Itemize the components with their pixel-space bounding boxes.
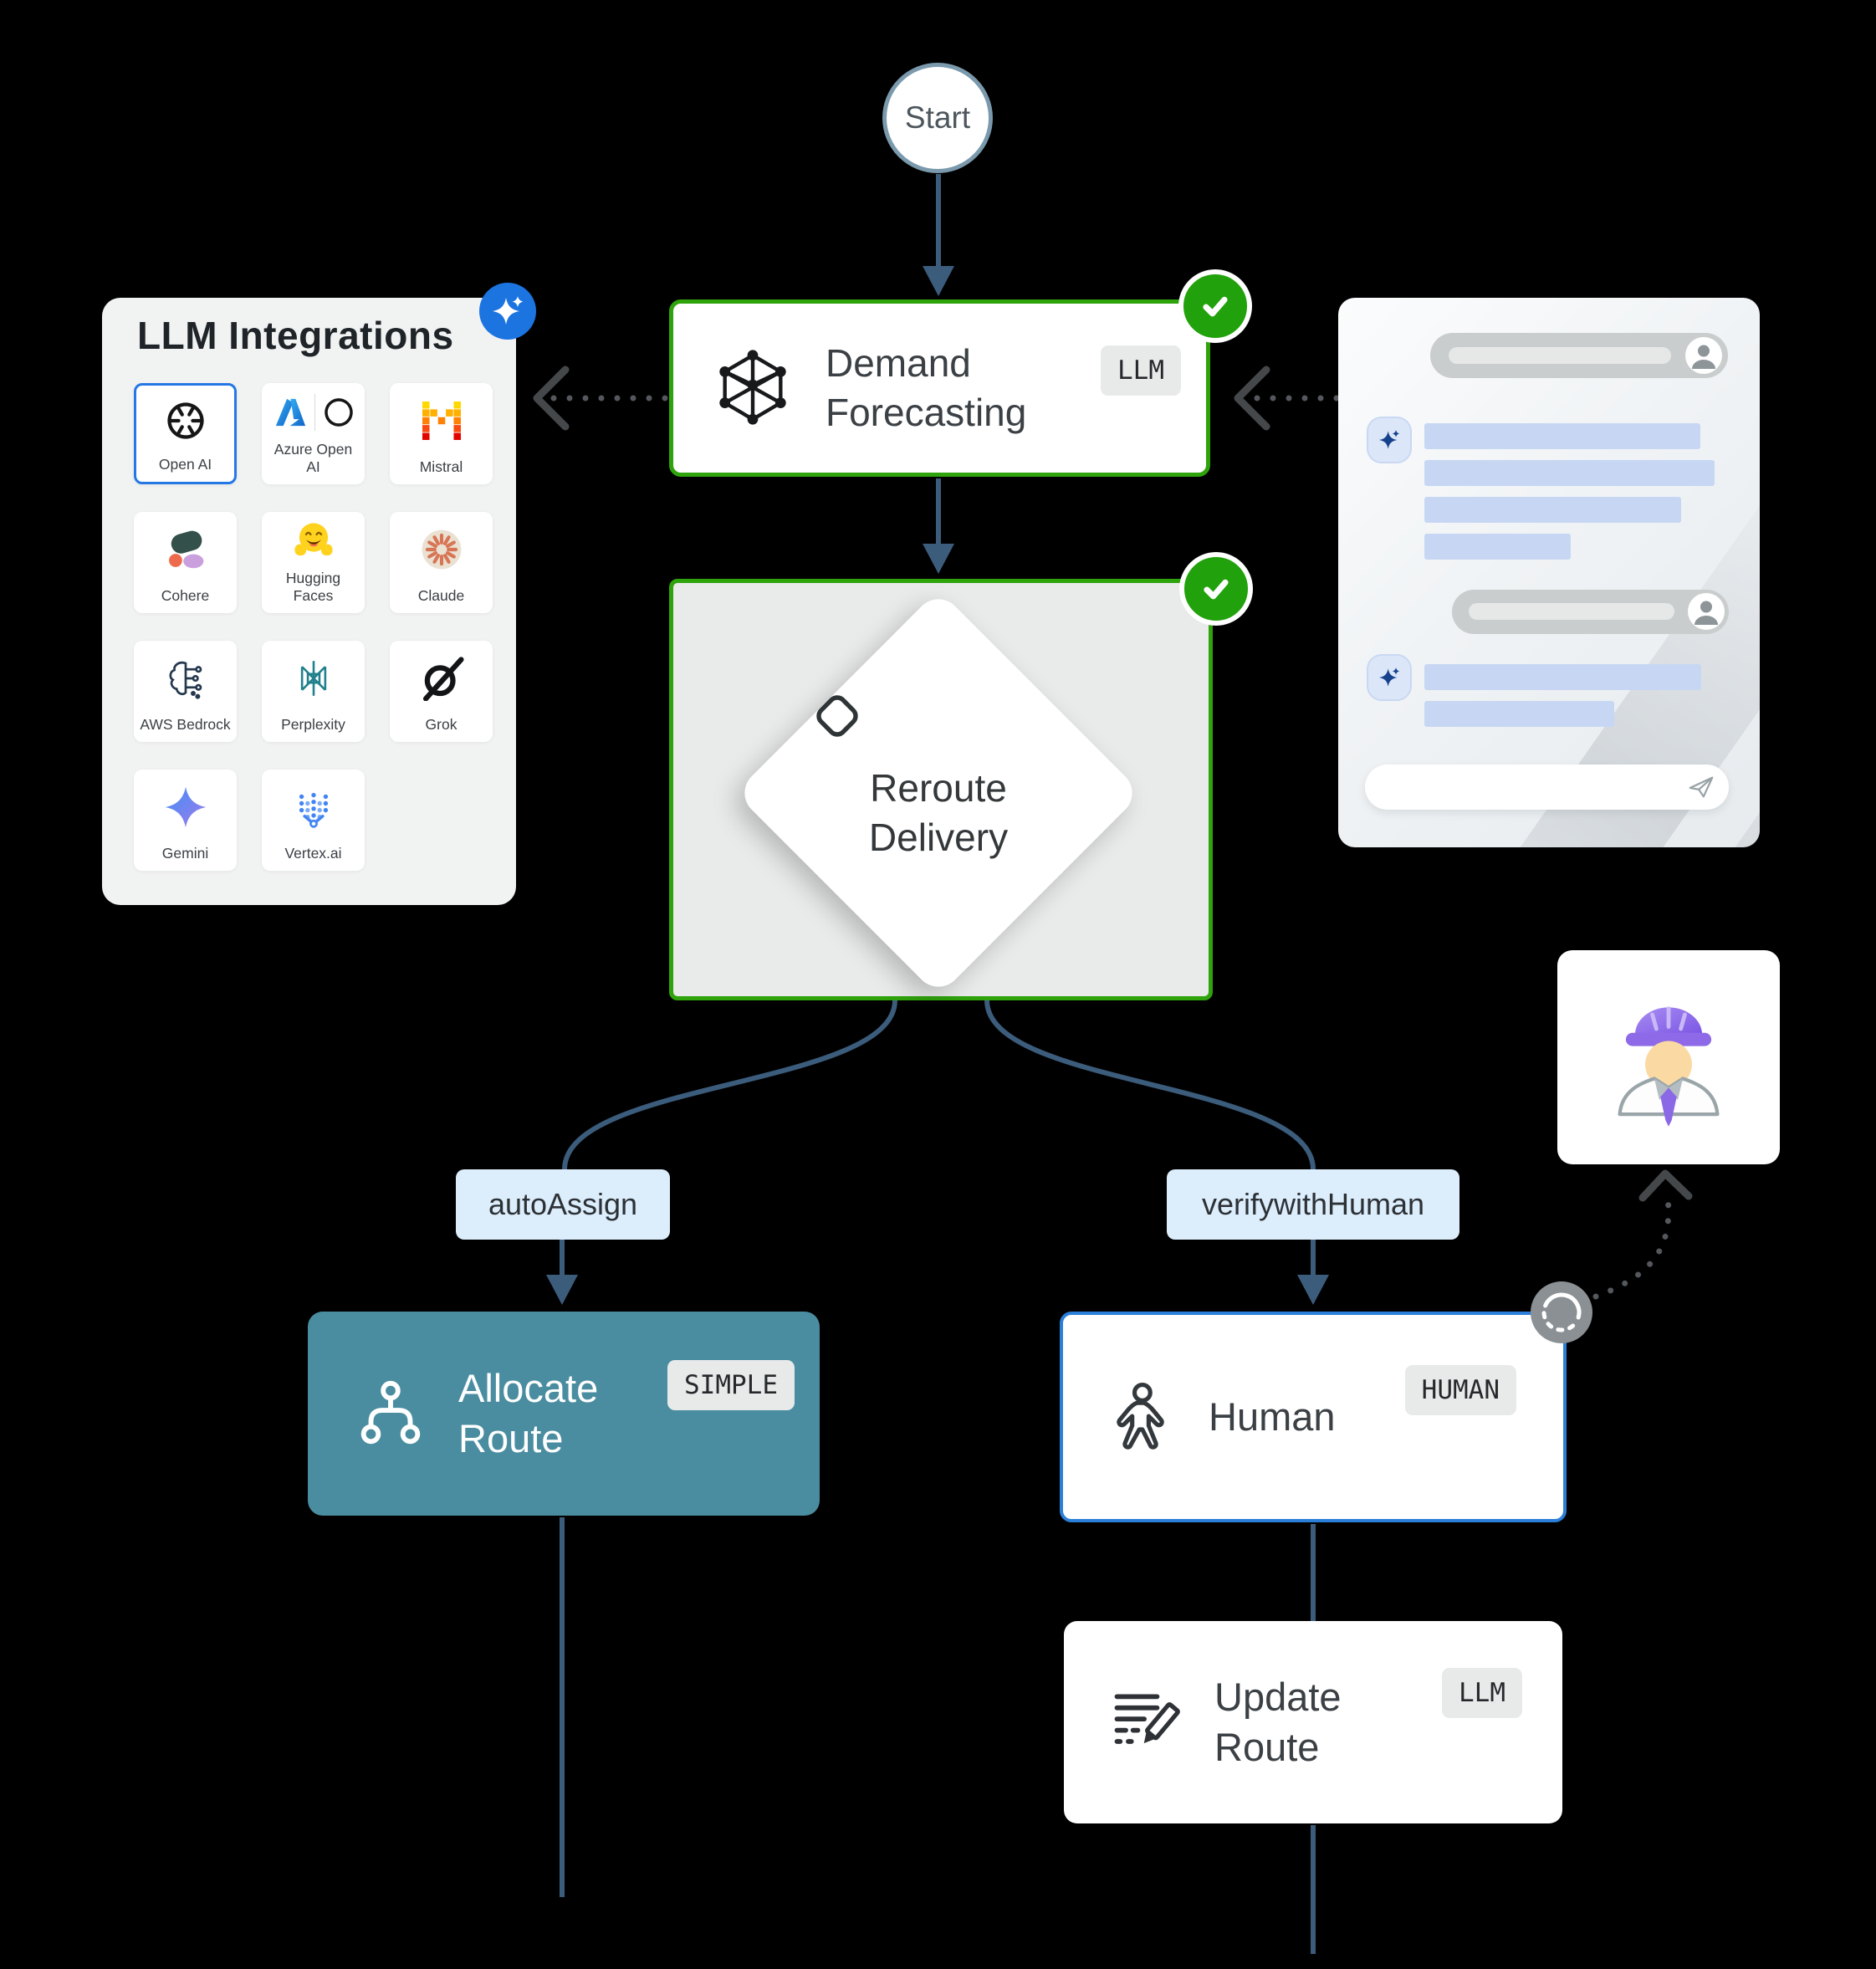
llm-integrations-panel: LLM Integrations Open AI (102, 298, 516, 905)
check-icon (1178, 269, 1252, 343)
cohere-logo-icon (164, 512, 207, 587)
integration-label: Open AI (158, 456, 212, 473)
integration-label: Grok (425, 716, 457, 733)
user-avatar (1685, 337, 1722, 374)
integration-card-vertexai[interactable]: Vertex.ai (262, 770, 365, 871)
integration-label: Claude (417, 587, 465, 604)
ai-sparkle-icon (1367, 417, 1412, 463)
integration-card-cohere[interactable]: Cohere (134, 512, 237, 613)
person-icon (1103, 1379, 1178, 1455)
ai-skeleton-bar (1424, 534, 1571, 560)
update-route-node[interactable]: Update Route LLM (1064, 1621, 1562, 1823)
edge-label-text: verifywithHuman (1201, 1187, 1425, 1221)
start-node[interactable]: Start (882, 63, 993, 173)
user-avatar (1688, 593, 1725, 630)
user-message-bubble (1430, 333, 1728, 378)
arrowhead (923, 266, 954, 296)
integration-label: Perplexity (281, 716, 345, 733)
arrowhead (923, 544, 954, 574)
edit-document-icon (1107, 1684, 1184, 1761)
hierarchy-icon (351, 1374, 430, 1453)
human-reviewer-card (1557, 950, 1780, 1164)
message-skeleton-bar (1469, 603, 1674, 620)
grok-logo-icon (419, 641, 464, 716)
integration-label: Hugging Faces (285, 570, 341, 604)
integration-grid: Open AI Azure Open AI (134, 383, 493, 871)
integration-label: AWS Bedrock (140, 716, 231, 733)
node-title: Reroute Delivery (868, 766, 1009, 859)
claude-logo-icon (419, 512, 464, 587)
neural-network-icon (712, 347, 794, 429)
integration-card-gemini[interactable]: Gemini (134, 770, 237, 871)
reroute-delivery-node[interactable]: Reroute Delivery (669, 579, 1213, 1000)
ai-skeleton-bar (1424, 497, 1681, 523)
ai-skeleton-bar (1424, 701, 1614, 727)
sparkle-icon (479, 283, 536, 340)
integration-card-huggingface[interactable]: Hugging Faces (262, 512, 365, 613)
edge-label-text: autoAssign (488, 1187, 638, 1221)
node-type-badge: SIMPLE (667, 1360, 795, 1410)
edge-reroute-autoassign (562, 1000, 897, 1170)
integration-label: Vertex.ai (284, 845, 342, 862)
integration-card-openai[interactable]: Open AI (134, 383, 237, 484)
arrowhead (546, 1275, 578, 1305)
check-icon (1179, 552, 1253, 626)
integration-card-claude[interactable]: Claude (390, 512, 493, 613)
integration-label: Cohere (161, 587, 210, 604)
message-skeleton-bar (1449, 347, 1671, 364)
allocate-route-node[interactable]: Allocate Route SIMPLE (308, 1312, 820, 1516)
engineer-icon (1593, 982, 1744, 1133)
paper-plane-icon[interactable] (1687, 773, 1715, 801)
integration-label: Mistral (419, 458, 463, 475)
perplexity-logo-icon (292, 641, 335, 716)
arrowhead (1297, 1275, 1329, 1305)
edge-reroute-verify (984, 1000, 1316, 1170)
integration-card-aws-bedrock[interactable]: AWS Bedrock (134, 641, 237, 742)
integration-label: Azure Open AI (273, 441, 353, 475)
chat-input[interactable] (1365, 765, 1729, 810)
vertexai-logo-icon (291, 770, 336, 845)
node-title: Demand Forecasting (826, 341, 1027, 434)
panel-title: LLM Integrations (137, 314, 454, 357)
node-type-badge: LLM (1101, 345, 1181, 396)
arrowhead-up (1638, 1169, 1693, 1202)
integration-label: Gemini (161, 845, 209, 862)
ai-skeleton-bar (1424, 423, 1700, 449)
diamond-icon (805, 683, 1072, 749)
start-label: Start (904, 100, 971, 135)
integration-card-grok[interactable]: Grok (390, 641, 493, 742)
ai-skeleton-bar (1424, 664, 1701, 690)
node-title: Update Route (1214, 1674, 1342, 1769)
node-type-badge: HUMAN (1404, 1365, 1516, 1415)
demand-forecasting-node[interactable]: Demand Forecasting LLM (669, 299, 1210, 477)
integration-card-azure-openai[interactable]: Azure Open AI (262, 383, 365, 484)
edge-label-verifywithhuman[interactable]: verifywithHuman (1167, 1169, 1459, 1240)
node-title: Allocate Route (458, 1365, 599, 1460)
node-title: Human (1209, 1394, 1336, 1439)
aws-bedrock-logo-icon (163, 641, 208, 716)
integration-card-mistral[interactable]: Mistral (390, 383, 493, 484)
user-message-bubble (1452, 590, 1729, 634)
edge-label-autoassign[interactable]: autoAssign (456, 1169, 670, 1240)
chat-preview-panel (1338, 298, 1760, 847)
mistral-logo-icon (421, 383, 463, 458)
huggingface-logo-icon (291, 512, 336, 570)
gemini-logo-icon (162, 770, 209, 845)
integration-card-perplexity[interactable]: Perplexity (262, 641, 365, 742)
human-node[interactable]: Human HUMAN (1060, 1312, 1567, 1522)
edge-human-worker-dotted (1592, 1186, 1672, 1300)
loading-spinner-icon (1531, 1281, 1592, 1343)
ai-sparkle-icon (1367, 654, 1412, 701)
openai-logo-icon (164, 386, 207, 456)
azure-openai-logo-icon (271, 383, 355, 441)
arrowhead-left (533, 366, 570, 431)
ai-skeleton-bar (1424, 460, 1715, 486)
arrowhead-right (1234, 366, 1270, 431)
node-type-badge: LLM (1442, 1668, 1522, 1718)
